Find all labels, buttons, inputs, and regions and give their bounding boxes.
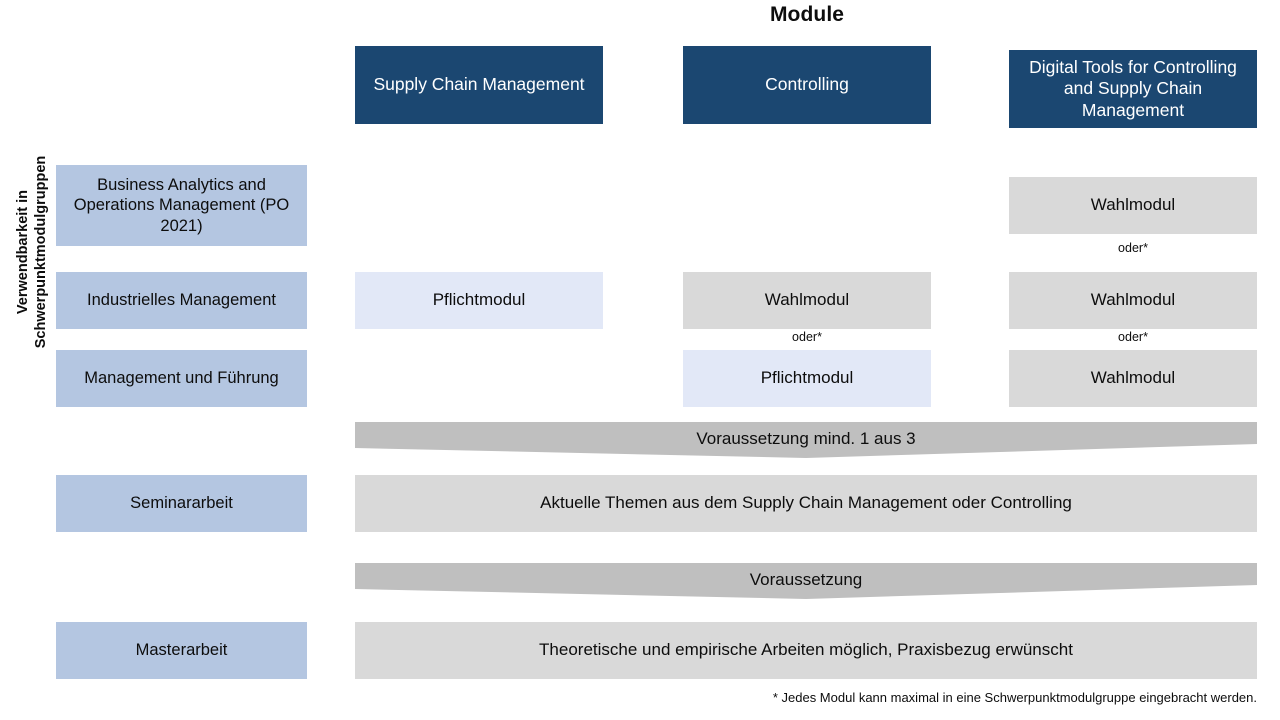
page-title: Module [769, 3, 845, 26]
group-management-und-fuehrung[interactable]: Management und Führung [56, 350, 307, 407]
cell-digital-tools-row2-wahlmodul[interactable]: Wahlmodul [1009, 272, 1257, 329]
vertical-axis-label: Verwendbarkeit in Schwerpunktmodulgruppe… [14, 155, 49, 349]
column-header-controlling[interactable]: Controlling [683, 46, 931, 124]
band-label-voraussetzung-2: Voraussetzung [749, 570, 863, 589]
column-header-supply-chain-management[interactable]: Supply Chain Management [355, 46, 603, 124]
group-seminararbeit[interactable]: Seminararbeit [56, 475, 307, 532]
cell-digital-tools-row3-wahlmodul[interactable]: Wahlmodul [1009, 350, 1257, 407]
group-industrielles-management[interactable]: Industrielles Management [56, 272, 307, 329]
chevron-shape-2 [355, 563, 1257, 599]
group-business-analytics-operations-management[interactable]: Business Analytics and Operations Manage… [56, 165, 307, 246]
cell-controlling-row3-pflichtmodul[interactable]: Pflichtmodul [683, 350, 931, 407]
chevron-shape-1 [355, 422, 1257, 458]
column-header-digital-tools[interactable]: Digital Tools for Controlling and Supply… [1009, 50, 1257, 128]
band-voraussetzung: Voraussetzung [355, 563, 1257, 603]
connector-oder-digital-tools-row2: oder* [1118, 330, 1148, 344]
band-label-voraussetzung-1: Voraussetzung mind. 1 aus 3 [696, 429, 916, 448]
cell-controlling-row2-wahlmodul[interactable]: Wahlmodul [683, 272, 931, 329]
connector-oder-digital-tools-row1: oder* [1118, 241, 1148, 255]
band-voraussetzung-mind-1-aus-3: Voraussetzung mind. 1 aus 3 [355, 422, 1257, 462]
wide-row-seminararbeit-content[interactable]: Aktuelle Themen aus dem Supply Chain Man… [355, 475, 1257, 532]
wide-row-masterarbeit-content[interactable]: Theoretische und empirische Arbeiten mög… [355, 622, 1257, 679]
cell-digital-tools-row1-wahlmodul[interactable]: Wahlmodul [1009, 177, 1257, 234]
group-masterarbeit[interactable]: Masterarbeit [56, 622, 307, 679]
cell-supply-chain-row2-pflichtmodul[interactable]: Pflichtmodul [355, 272, 603, 329]
footnote-text: * Jedes Modul kann maximal in eine Schwe… [772, 690, 1257, 705]
axis-label-container: Verwendbarkeit in Schwerpunktmodulgruppe… [2, 112, 62, 392]
connector-oder-controlling-row2: oder* [792, 330, 822, 344]
